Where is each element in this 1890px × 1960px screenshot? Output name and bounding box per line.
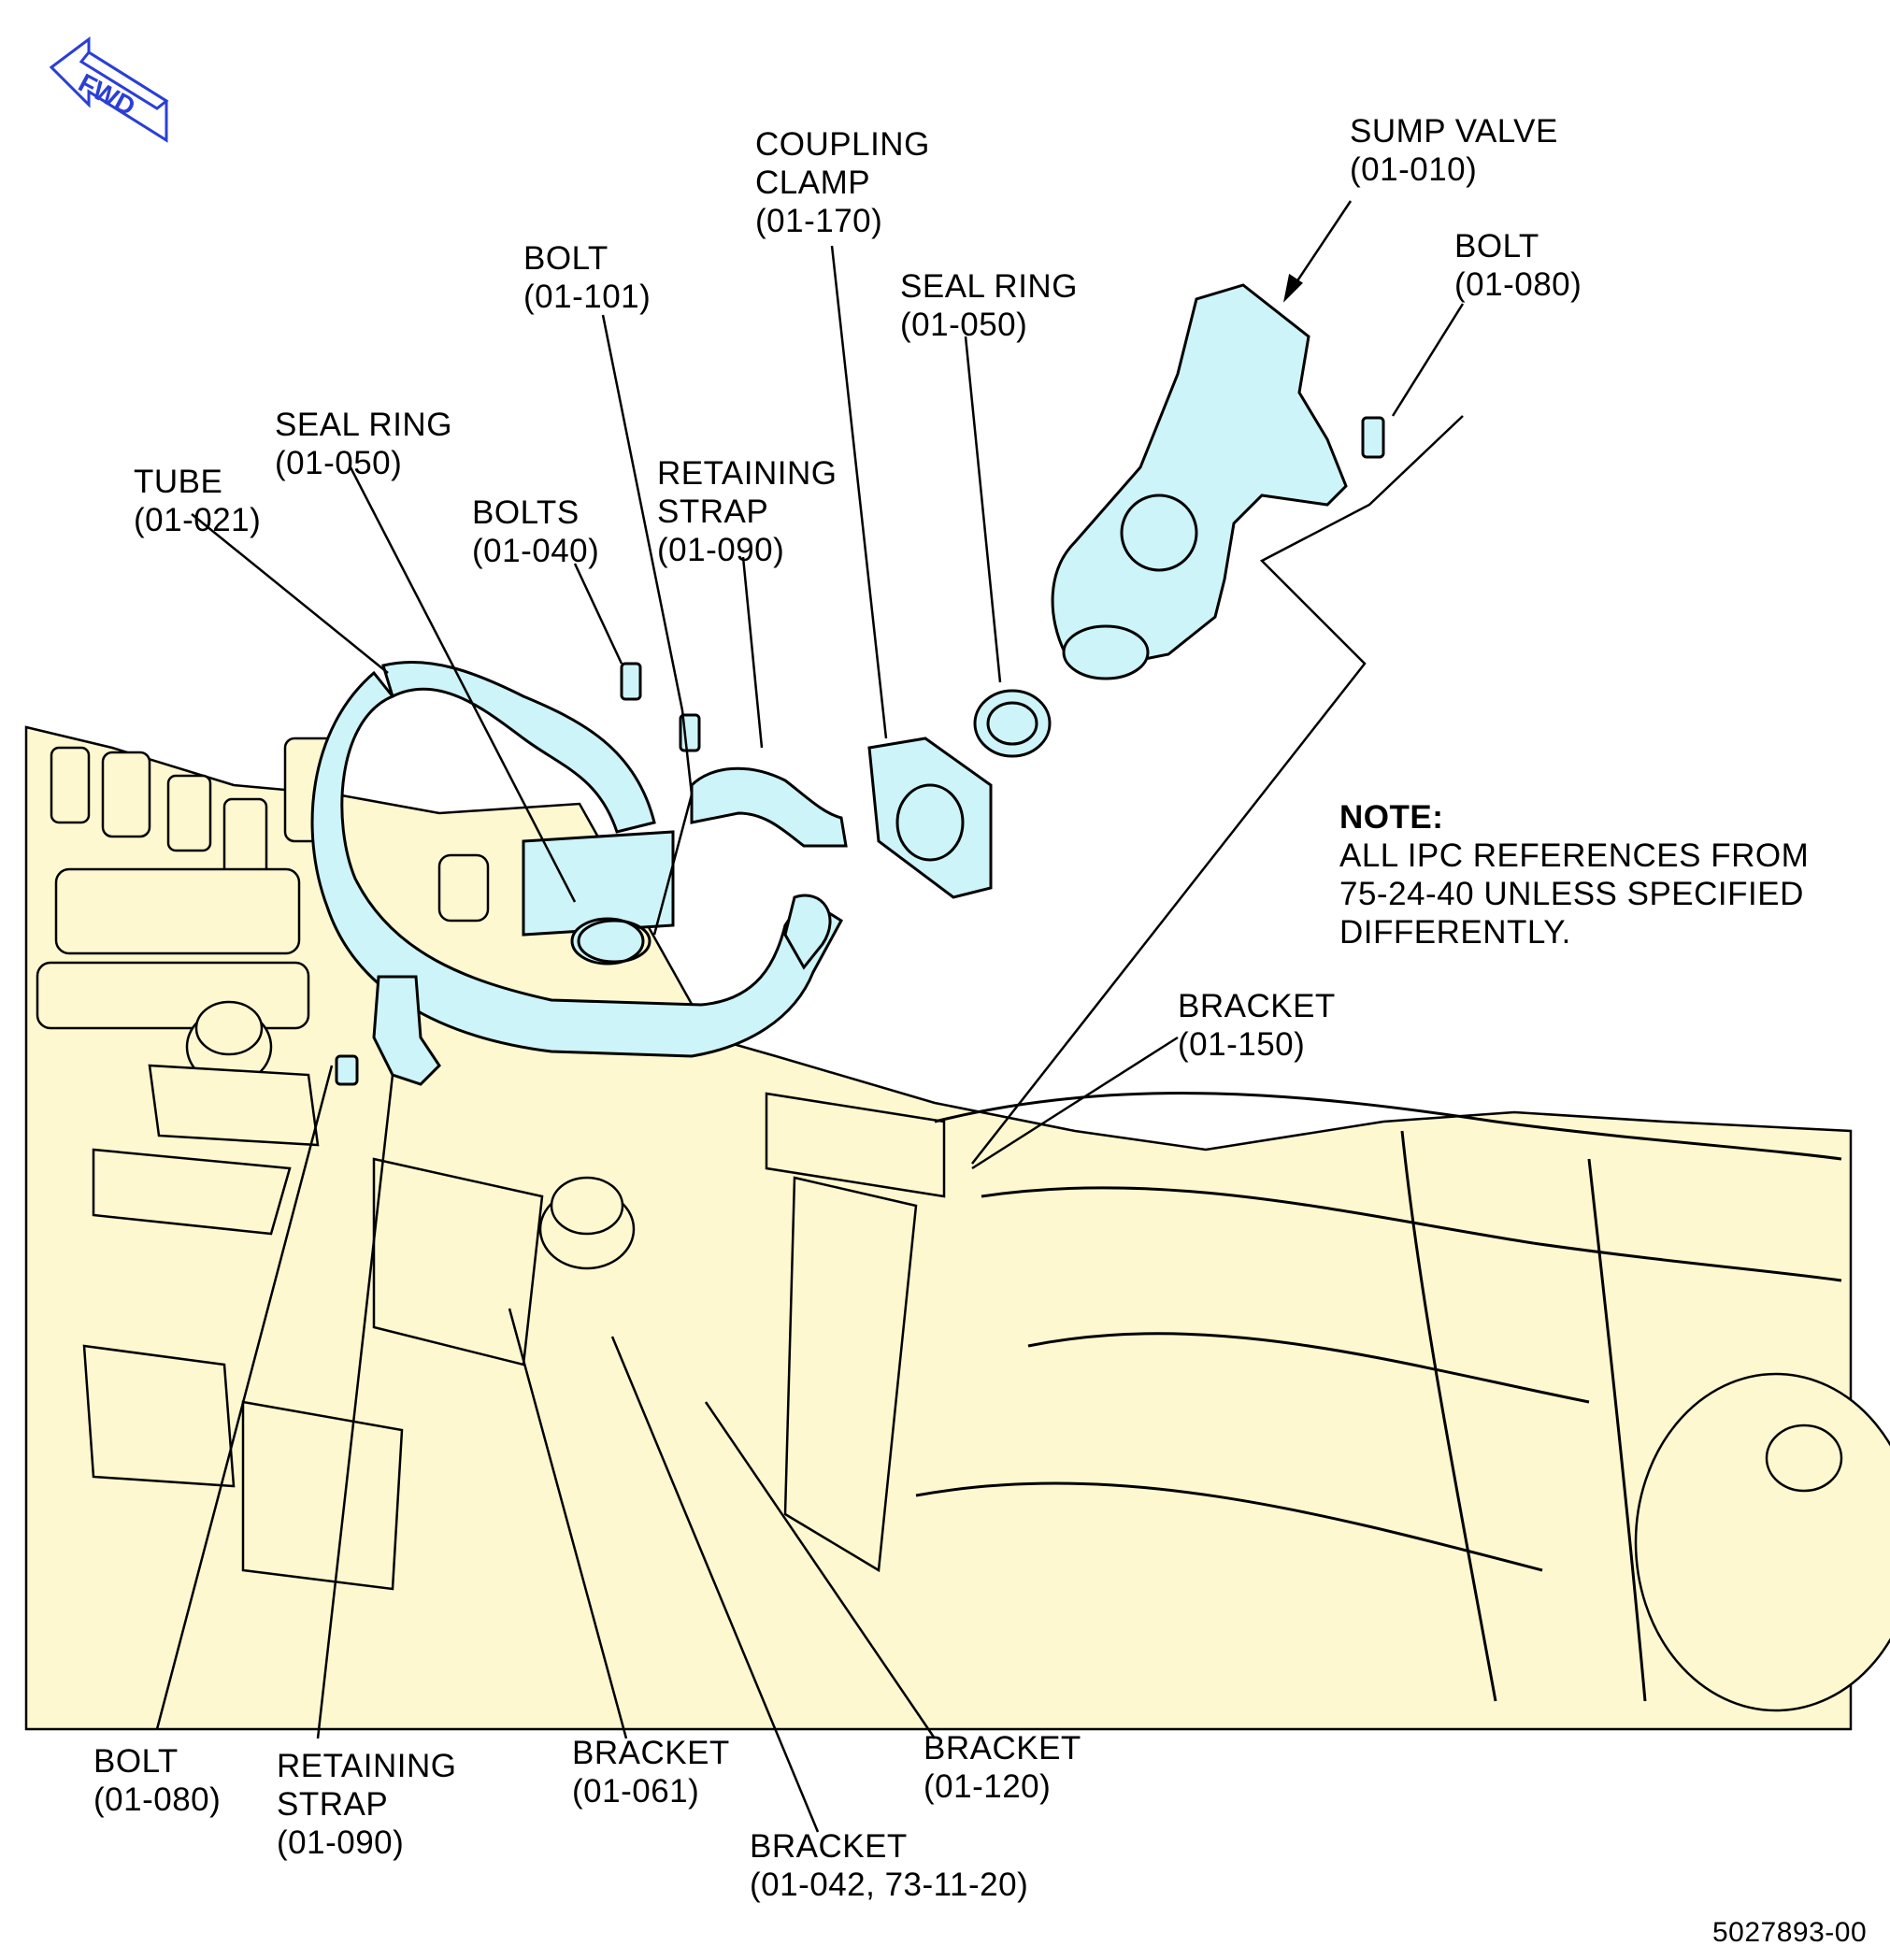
callout-sump-valve: SUMP VALVE (01-010) [1350, 112, 1558, 189]
callout-seal-ring-right-name: SEAL RING [900, 268, 1078, 305]
callout-bracket-061: BRACKET (01-061) [572, 1734, 730, 1810]
callout-retaining-strap-top: RETAINING STRAP (01-090) [657, 454, 837, 569]
callout-retaining-strap-top-ref: (01-090) [657, 532, 785, 568]
leader-lines [155, 200, 1465, 1833]
callout-seal-ring-left: SEAL RING (01-050) [275, 406, 452, 482]
callout-tube-name: TUBE [134, 464, 223, 500]
callout-bracket-042-ref: (01-042, 73-11-20) [750, 1867, 1029, 1903]
callout-bracket-120-ref: (01-120) [924, 1768, 1052, 1805]
fwd-arrow-icon: FWD [49, 36, 169, 143]
callout-seal-ring-right: SEAL RING (01-050) [900, 267, 1078, 344]
callout-bolt-top-right-ref: (01-080) [1454, 266, 1582, 303]
callout-bracket-120: BRACKET (01-120) [924, 1729, 1081, 1806]
callout-sump-valve-name: SUMP VALVE [1350, 113, 1558, 150]
callout-coupling-clamp-name-1: COUPLING [755, 126, 930, 163]
callout-tube-ref: (01-021) [134, 502, 262, 538]
callout-bolts-040-name: BOLTS [472, 494, 580, 531]
callout-sump-valve-ref: (01-010) [1350, 151, 1478, 188]
callout-bolt-bottom: BOLT (01-080) [93, 1742, 221, 1819]
figure-number: 5027893-00 [1712, 1917, 1868, 1948]
callout-retaining-strap-bottom-name-2: STRAP [277, 1786, 389, 1823]
callout-seal-ring-left-name: SEAL RING [275, 407, 452, 443]
callout-bolt-bottom-name: BOLT [93, 1743, 179, 1780]
callout-tube: TUBE (01-021) [134, 463, 261, 539]
callout-bracket-061-ref: (01-061) [572, 1773, 700, 1810]
callout-bracket-150-ref: (01-150) [1178, 1026, 1306, 1063]
callout-coupling-clamp-ref: (01-170) [755, 203, 883, 239]
note-block: NOTE: ALL IPC REFERENCES FROM 75-24-40 U… [1339, 798, 1809, 951]
callout-retaining-strap-bottom: RETAINING STRAP (01-090) [277, 1747, 456, 1862]
callout-bracket-150: BRACKET (01-150) [1178, 987, 1336, 1064]
callout-retaining-strap-bottom-ref: (01-090) [277, 1824, 405, 1861]
tube-assembly [310, 283, 1385, 1086]
callout-retaining-strap-top-name-2: STRAP [657, 494, 769, 530]
callout-bolt-101: BOLT (01-101) [523, 239, 651, 316]
callout-bolt-top-right: BOLT (01-080) [1454, 227, 1582, 304]
callout-bracket-120-name: BRACKET [924, 1730, 1081, 1767]
engine-body [24, 725, 1890, 1731]
callout-bolt-101-name: BOLT [523, 240, 609, 277]
callout-seal-ring-right-ref: (01-050) [900, 307, 1028, 343]
callout-bolt-top-right-name: BOLT [1454, 228, 1539, 265]
callout-bracket-042-name: BRACKET [750, 1828, 908, 1865]
note-line-3: DIFFERENTLY. [1339, 914, 1571, 951]
callout-retaining-strap-bottom-name-1: RETAINING [277, 1748, 457, 1784]
note-line-1: ALL IPC REFERENCES FROM [1339, 837, 1810, 874]
callout-coupling-clamp-name-2: CLAMP [755, 165, 871, 201]
callout-retaining-strap-top-name-1: RETAINING [657, 455, 838, 492]
callout-bolts-040: BOLTS (01-040) [472, 494, 599, 570]
callout-bracket-061-name: BRACKET [572, 1735, 730, 1771]
callout-bolts-040-ref: (01-040) [472, 533, 600, 569]
callout-bolt-bottom-ref: (01-080) [93, 1781, 222, 1818]
callout-seal-ring-left-ref: (01-050) [275, 445, 403, 481]
callout-bolt-101-ref: (01-101) [523, 279, 651, 315]
callout-bracket-042: BRACKET (01-042, 73-11-20) [750, 1827, 1028, 1904]
note-line-2: 75-24-40 UNLESS SPECIFIED [1339, 876, 1804, 912]
note-title: NOTE: [1339, 799, 1444, 836]
callout-coupling-clamp: COUPLING CLAMP (01-170) [755, 125, 930, 240]
callout-bracket-150-name: BRACKET [1178, 988, 1336, 1024]
